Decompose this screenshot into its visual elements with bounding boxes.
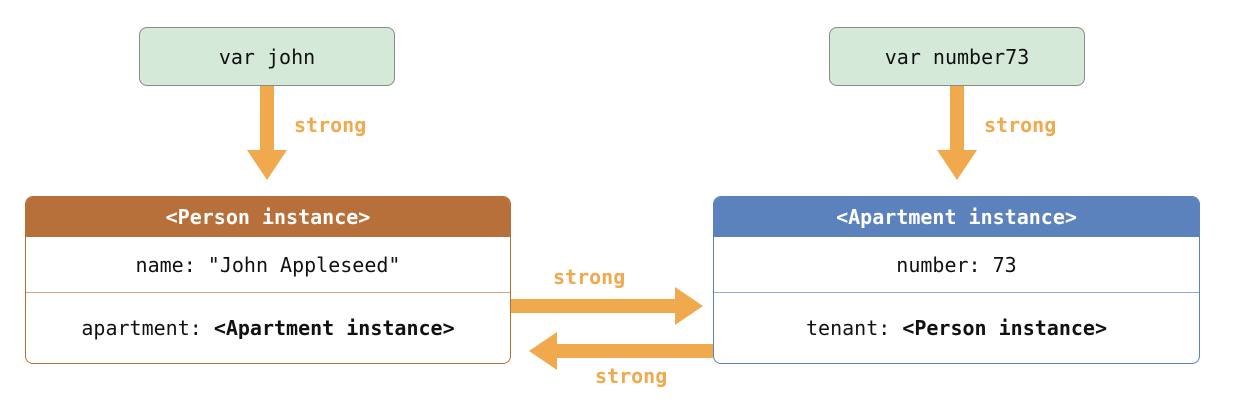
apartment-number-row: number: 73 — [714, 237, 1199, 293]
reference-label-apartment-to-person: strong — [595, 364, 668, 388]
variable-john-label: var john — [218, 44, 316, 69]
person-name-row: name: "John Appleseed" — [26, 237, 510, 293]
apartment-number-label: number: — [896, 252, 993, 277]
arrow-apartment-to-person — [529, 332, 713, 370]
reference-label-number73: strong — [984, 113, 1057, 137]
apartment-number-value: 73 — [992, 252, 1017, 277]
person-apartment-value: <Apartment instance> — [213, 316, 455, 340]
apartment-tenant-label: tenant: — [805, 316, 903, 340]
variable-number73-label: var number73 — [884, 44, 1030, 69]
apartment-instance-box: <Apartment instance> number: 73 tenant: … — [713, 196, 1200, 364]
person-apartment-label: apartment: — [81, 316, 214, 340]
variable-number73: var number73 — [829, 27, 1085, 86]
reference-label-john: strong — [294, 113, 367, 137]
person-apartment-row: apartment: <Apartment instance> — [26, 293, 510, 363]
apartment-tenant-value: <Person instance> — [902, 316, 1108, 340]
arrow-person-to-apartment — [511, 287, 703, 325]
apartment-instance-header: <Apartment instance> — [714, 197, 1199, 237]
person-instance-header: <Person instance> — [26, 197, 510, 237]
arrow-john-to-person — [247, 86, 287, 180]
person-name-value: "John Appleseed" — [207, 252, 401, 277]
reference-label-person-to-apartment: strong — [553, 265, 626, 289]
arrow-number73-to-apartment — [937, 86, 977, 180]
apartment-tenant-row: tenant: <Person instance> — [714, 293, 1199, 363]
person-instance-box: <Person instance> name: "John Appleseed"… — [25, 196, 511, 364]
variable-john: var john — [139, 27, 395, 86]
person-name-label: name: — [135, 252, 208, 277]
